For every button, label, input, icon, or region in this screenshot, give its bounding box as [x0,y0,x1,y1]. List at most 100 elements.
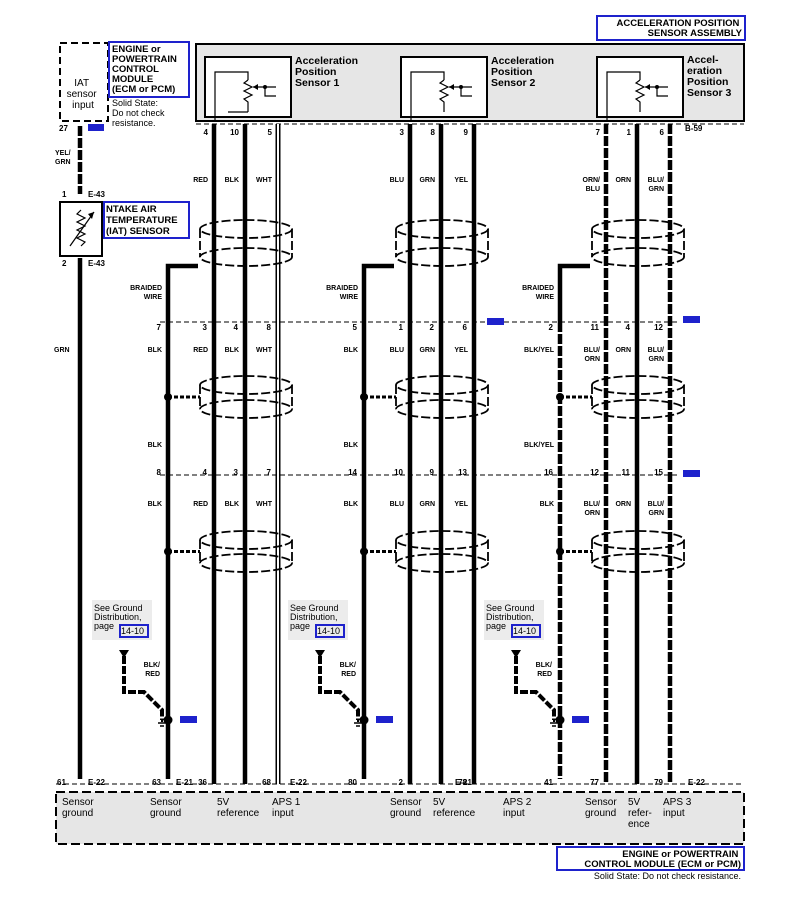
ground-note-bg [484,600,544,640]
shield-bottom [591,553,685,573]
ecm-pin: 36 [198,778,207,787]
ecm-pin-61: 61 [57,778,66,787]
ground-arrow-icon [119,650,129,658]
wire-color-ground: BLK [148,442,162,449]
wire-color-mid: BLK/YEL [524,347,555,354]
ground-wire-blk-red [514,656,556,720]
top-pin: 1 [627,128,632,137]
ecm-pin: 2 [399,778,404,787]
wire-color-yel-grn: YEL/ GRN [55,150,73,166]
ecm-pin-27: 27 [59,124,68,133]
low-pin: 8 [157,468,162,477]
wire-color-top: YEL [454,177,468,184]
sensor-3-label: Accel- eration Position Sensor 3 [687,54,732,99]
wire-color-mid: WHT [256,347,273,354]
low-pin: 14 [348,468,357,477]
iat-sensor-box [59,201,103,257]
wire-color-blk-red: BLK/RED [144,662,160,678]
wire-color-grn: GRN [54,347,70,354]
ground-note-bg [288,600,348,640]
mid-pin: 11 [591,323,600,332]
wire-color-ground: BLK/YEL [524,442,555,449]
wire-color-mid: GRN [419,347,435,354]
mid-pin: 7 [157,323,162,332]
mid-pin: 3 [203,323,208,332]
iat-input-label: IAT sensor input [67,78,100,111]
wire-color-bottom: BLK [225,501,239,508]
ecm-bottom-title: ENGINE or POWERTRAIN CONTROL MODULE (ECM… [584,849,741,870]
ecm-pin: 63 [152,778,161,787]
connector-b59: B-59 [685,124,703,133]
ecm-pin: 41 [544,778,553,787]
aps-assembly-title: ACCELERATION POSITION SENSOR ASSEMBLY [617,18,743,39]
wire-color-bottom: WHT [256,501,273,508]
wire-color-bottom: BLU/GRN [648,501,664,517]
iat-sensor-title-box [103,201,190,239]
ground-page-link[interactable] [119,624,149,638]
wire-color-mid: BLU/GRN [648,347,664,363]
badge-e57 [88,124,104,131]
top-pin: 9 [464,128,469,137]
wire-color-mid: BLK [344,347,358,354]
top-pin: 4 [204,128,209,137]
wire-color-bottom: GRN [419,501,435,508]
badge-b57-mid [683,316,700,323]
wire-color-top: ORN/BLU [583,177,601,193]
wire-color-bottom: RED [193,501,208,508]
badge-b58 [376,716,393,723]
ecm-pin: 68 [262,778,271,787]
connector-label: E-21 [455,778,472,787]
wire-color-bottom: BLU/ORN [584,501,600,517]
wire-color-bottom: BLK [540,501,554,508]
ground-wire-blk-red [122,656,164,720]
ground-page-link[interactable] [511,624,541,638]
ground-page-number: 14-10 [121,626,144,636]
shield-bottom [395,399,489,419]
braided-drain-wire [557,263,590,322]
sensor-2: Acceleration Position Sensor 2 [400,55,554,120]
low-pin: 11 [622,468,631,477]
wire-color-mid: YEL [454,347,468,354]
top-pin: 8 [431,128,436,137]
ground-page-link[interactable] [315,624,345,638]
wire-color-top: ORN [615,177,631,184]
braided-drain-wire [165,263,198,322]
ground-note-bg [92,600,152,640]
wire-color-mid: RED [193,347,208,354]
low-pin: 16 [544,468,553,477]
low-pin: 15 [654,468,663,477]
thermistor-icon [69,209,95,247]
wire-color-blk-red: BLK/RED [536,662,552,678]
sensor-1: Acceleration Position Sensor 1 [204,55,358,120]
low-pin: 7 [267,468,272,477]
ecm-pin: 77 [590,778,599,787]
shield-bottom [199,399,293,419]
ecm-bottom-box [55,791,745,845]
ground-page-number: 14-10 [513,626,536,636]
wire-color-bottom: ORN [615,501,631,508]
shield-bottom [199,553,293,573]
wire-color-top: GRN [419,177,435,184]
wire-color-mid: ORN [615,347,631,354]
mid-pin: 8 [267,323,272,332]
mid-pin: 2 [549,323,554,332]
mid-pin: 6 [463,323,468,332]
connector-e43-top: E-43 [88,190,105,199]
badge-e55 [180,716,197,723]
